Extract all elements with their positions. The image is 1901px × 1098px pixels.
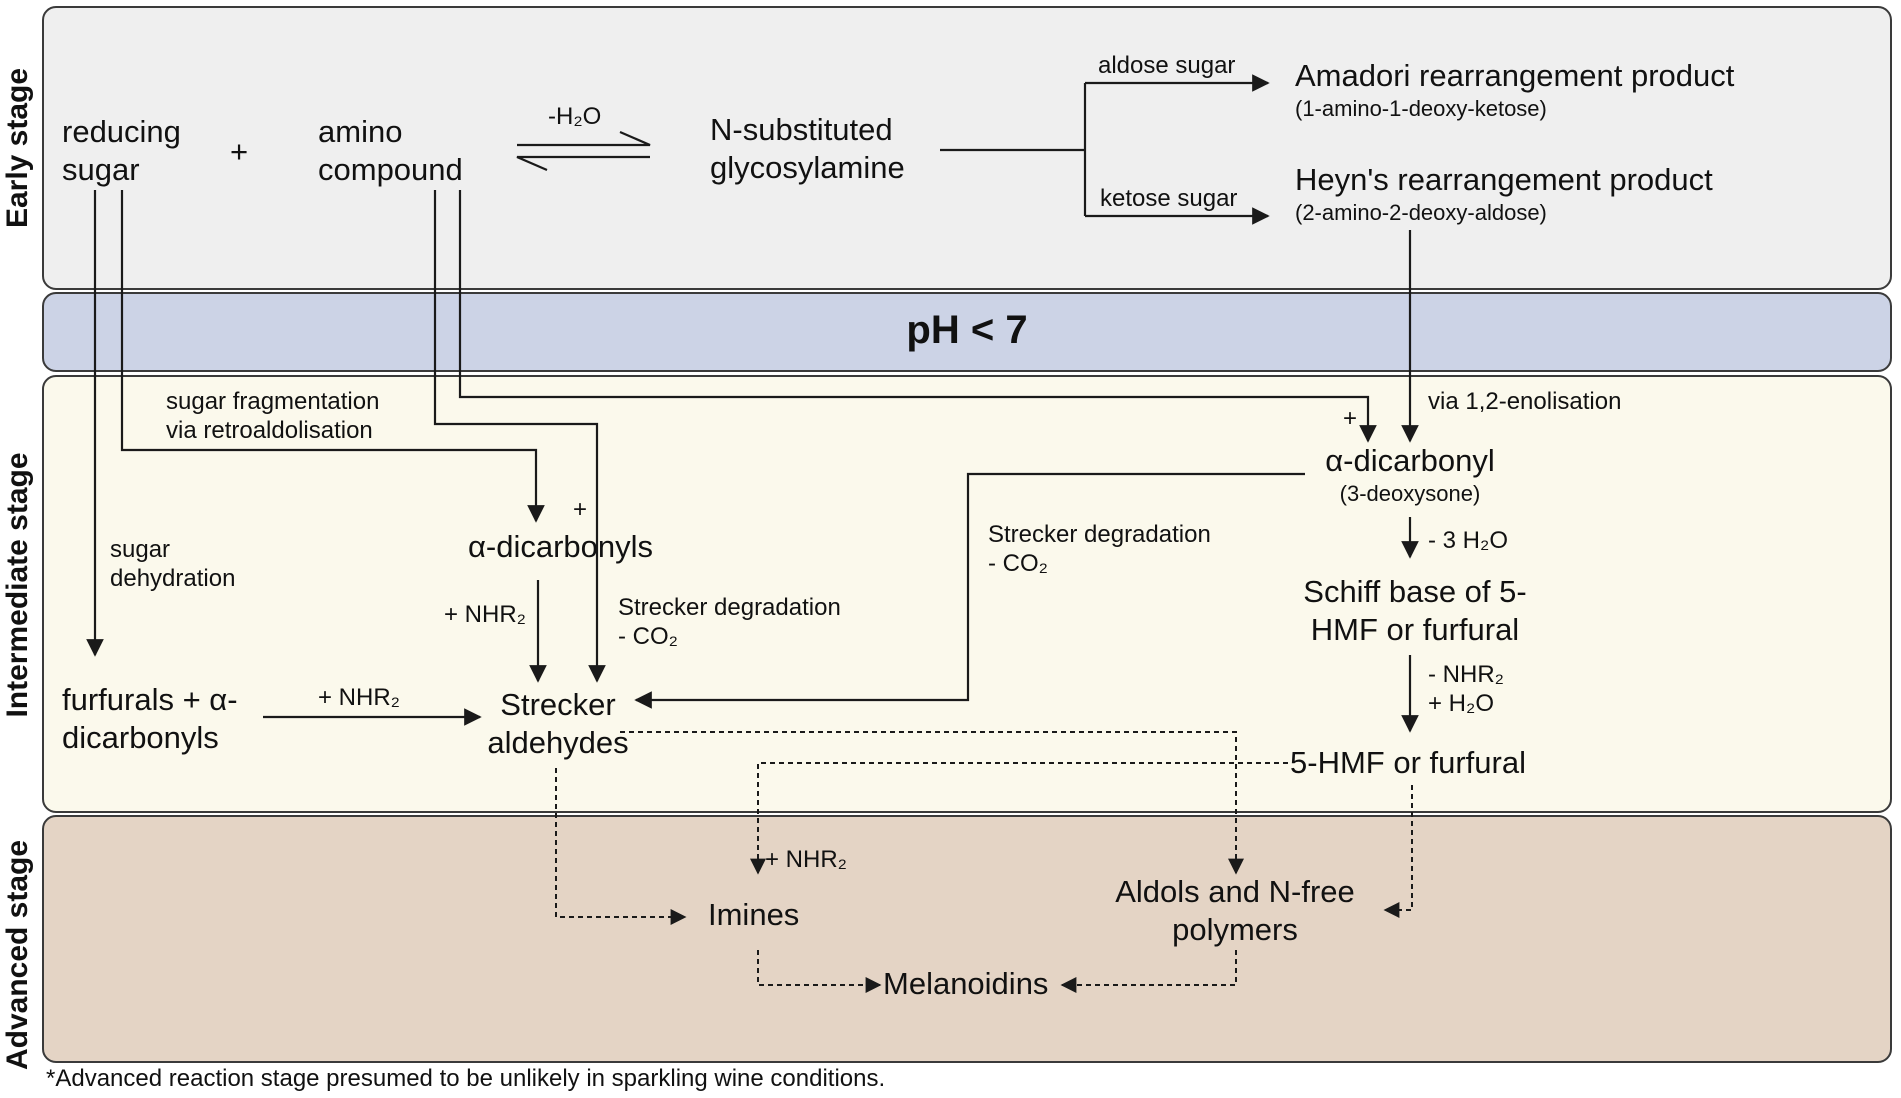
enolisation-label: via 1,2-enolisation xyxy=(1428,388,1622,415)
amino-to-strecker-arrow xyxy=(433,190,606,683)
minus-nhr2-label: - NHR₂+ H₂O xyxy=(1428,661,1504,718)
imines-label: Imines xyxy=(708,897,800,932)
plus-nhr2-advanced-label: + NHR₂ xyxy=(765,846,847,873)
footnote: *Advanced reaction stage presumed to be … xyxy=(46,1065,886,1092)
strecker-to-aldols-dashed-arrow xyxy=(620,731,1244,875)
ph-band xyxy=(42,292,1892,372)
alpha-dicarbonyls-label: α-dicarbonyls xyxy=(468,529,654,564)
melanoidins-label: Melanoidins xyxy=(883,966,1049,1001)
equilibrium-reverse-arrow xyxy=(516,155,650,172)
strecker-to-imines-dashed-arrow xyxy=(555,768,687,925)
early-stage-box xyxy=(42,6,1892,290)
amadori-product-label: Amadori rearrangement product xyxy=(1295,58,1735,93)
hmf-to-imines-dashed-arrow xyxy=(750,762,1288,875)
hmf-furfural-label: 5-HMF or furfural xyxy=(1290,745,1526,780)
ketose-sugar-label: ketose sugar xyxy=(1100,185,1238,212)
right-strecker-degradation-arrow xyxy=(634,472,1305,709)
amadori-product-subtitle: (1-amino-1-deoxy-ketose) xyxy=(1295,96,1547,121)
plus-nhr2-upper-label: + NHR₂ xyxy=(444,601,526,628)
schiff-base-label: Schiff base of 5-HMF or furfural xyxy=(1303,574,1527,647)
plus-sign: + xyxy=(230,134,249,169)
heyns-product-subtitle: (2-amino-2-deoxy-aldose) xyxy=(1295,200,1547,225)
strecker-degradation-right-label: Strecker degradation- CO₂ xyxy=(988,521,1211,578)
advanced-stage-box xyxy=(42,815,1892,1063)
dehydration-water-label: - 3 H₂O xyxy=(1428,527,1508,554)
aldose-sugar-label: aldose sugar xyxy=(1098,52,1236,79)
heyns-product-label: Heyn's rearrangement product xyxy=(1295,162,1713,197)
plus-amino-left: + xyxy=(573,496,588,523)
deoxysone-label: (3-deoxysone) xyxy=(1339,481,1481,506)
water-loss-label: -H₂O xyxy=(548,103,602,130)
plus-amino-right: + xyxy=(1343,405,1358,432)
plus-nhr2-lower-label: + NHR₂ xyxy=(318,684,400,711)
strecker-degradation-left-label: Strecker degradation- CO₂ xyxy=(618,594,841,651)
equilibrium-forward-arrow xyxy=(517,130,651,147)
furfurals-dicarbonyls-label: furfurals + α-dicarbonyls xyxy=(62,682,238,755)
alpha-dicarbonyl-label: α-dicarbonyl xyxy=(1325,443,1495,478)
sugar-fragmentation-arrow xyxy=(120,190,545,523)
imines-to-melanoidins-dashed-arrow xyxy=(757,950,882,993)
hmf-to-aldols-dashed-arrow xyxy=(1383,785,1413,918)
ph-label: pH < 7 xyxy=(906,308,1028,352)
aldols-to-melanoidins-dashed-arrow xyxy=(1060,950,1237,993)
amino-to-dicarbonyl-arrow xyxy=(458,190,1377,443)
